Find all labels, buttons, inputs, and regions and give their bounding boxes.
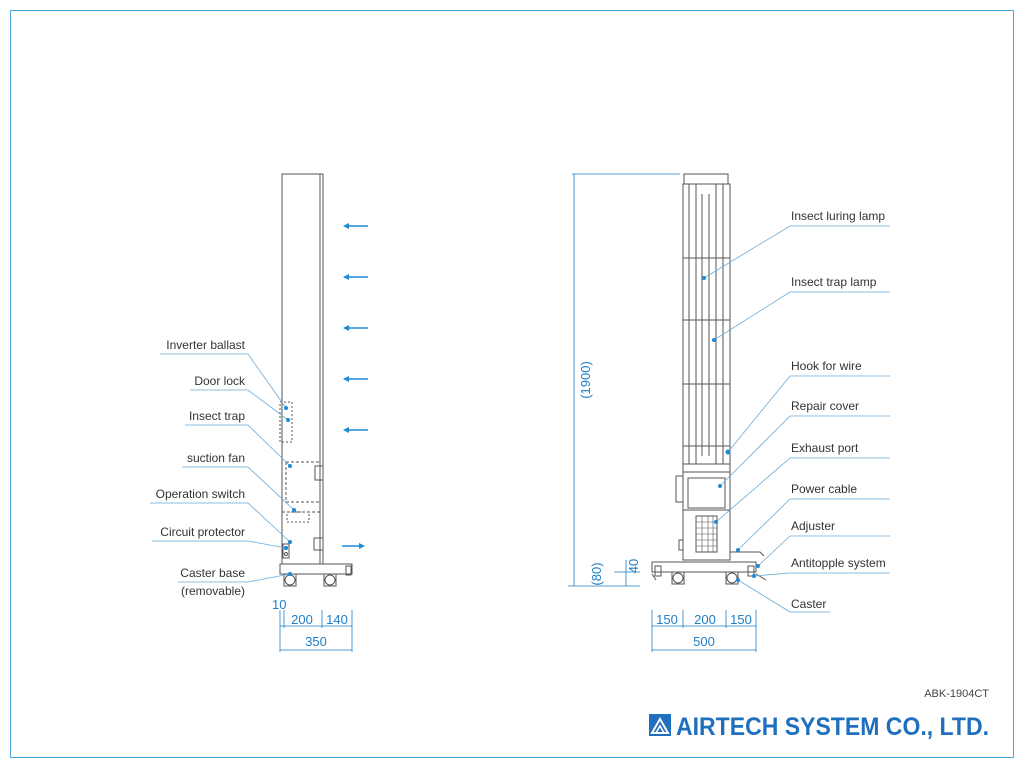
label-insect-trap-lamp: Insect trap lamp bbox=[791, 275, 877, 289]
label-repair-cover: Repair cover bbox=[791, 399, 859, 413]
dim-side-width-b: 140 bbox=[326, 612, 348, 627]
label-hook-for-wire: Hook for wire bbox=[791, 359, 862, 373]
dim-front-width-b: 200 bbox=[694, 612, 716, 627]
label-circuit-protector: Circuit protector bbox=[160, 525, 245, 539]
label-exhaust-port: Exhaust port bbox=[791, 441, 859, 455]
dim-front-base-height: (80) bbox=[589, 562, 604, 585]
front-lower-housing bbox=[682, 463, 731, 561]
dim-side-offset: 10 bbox=[272, 597, 286, 612]
dim-front-base-offset: 40 bbox=[626, 559, 641, 573]
side-leaders bbox=[150, 353, 295, 583]
side-body bbox=[281, 173, 324, 565]
label-antitopple-system: Antitopple system bbox=[791, 556, 886, 570]
label-caster-base: Caster base bbox=[180, 566, 245, 580]
side-caster-base bbox=[279, 563, 353, 575]
airflow-arrows bbox=[342, 223, 368, 549]
label-inverter-ballast: Inverter ballast bbox=[166, 338, 245, 352]
side-leader-dots bbox=[284, 406, 296, 576]
label-insect-trap: Insect trap bbox=[189, 409, 245, 423]
label-operation-switch: Operation switch bbox=[156, 487, 245, 501]
front-base bbox=[651, 561, 757, 573]
dim-side-width-a: 200 bbox=[291, 612, 313, 627]
dim-front-width-a: 150 bbox=[656, 612, 678, 627]
model-number: ABK-1904CT bbox=[924, 688, 989, 700]
front-leader-dots bbox=[702, 276, 760, 582]
label-door-lock: Door lock bbox=[194, 374, 246, 388]
dim-front-total: 500 bbox=[693, 634, 715, 649]
label-insect-luring-lamp: Insect luring lamp bbox=[791, 209, 885, 223]
dim-side-total: 350 bbox=[305, 634, 327, 649]
label-suction-fan: suction fan bbox=[187, 451, 245, 465]
label-caster: Caster bbox=[791, 597, 826, 611]
side-view bbox=[279, 173, 353, 652]
drawing-frame bbox=[10, 10, 1014, 758]
dim-front-height: (1900) bbox=[578, 361, 593, 399]
dim-front-width-c: 150 bbox=[730, 612, 752, 627]
label-caster-base-note: (removable) bbox=[181, 584, 245, 598]
label-adjuster: Adjuster bbox=[791, 519, 835, 533]
company-name: AIRTECH SYSTEM CO., LTD. bbox=[676, 713, 989, 741]
company-logo-icon bbox=[649, 714, 671, 736]
front-leaders bbox=[703, 225, 890, 613]
label-power-cable: Power cable bbox=[791, 482, 857, 496]
front-view bbox=[568, 173, 767, 652]
